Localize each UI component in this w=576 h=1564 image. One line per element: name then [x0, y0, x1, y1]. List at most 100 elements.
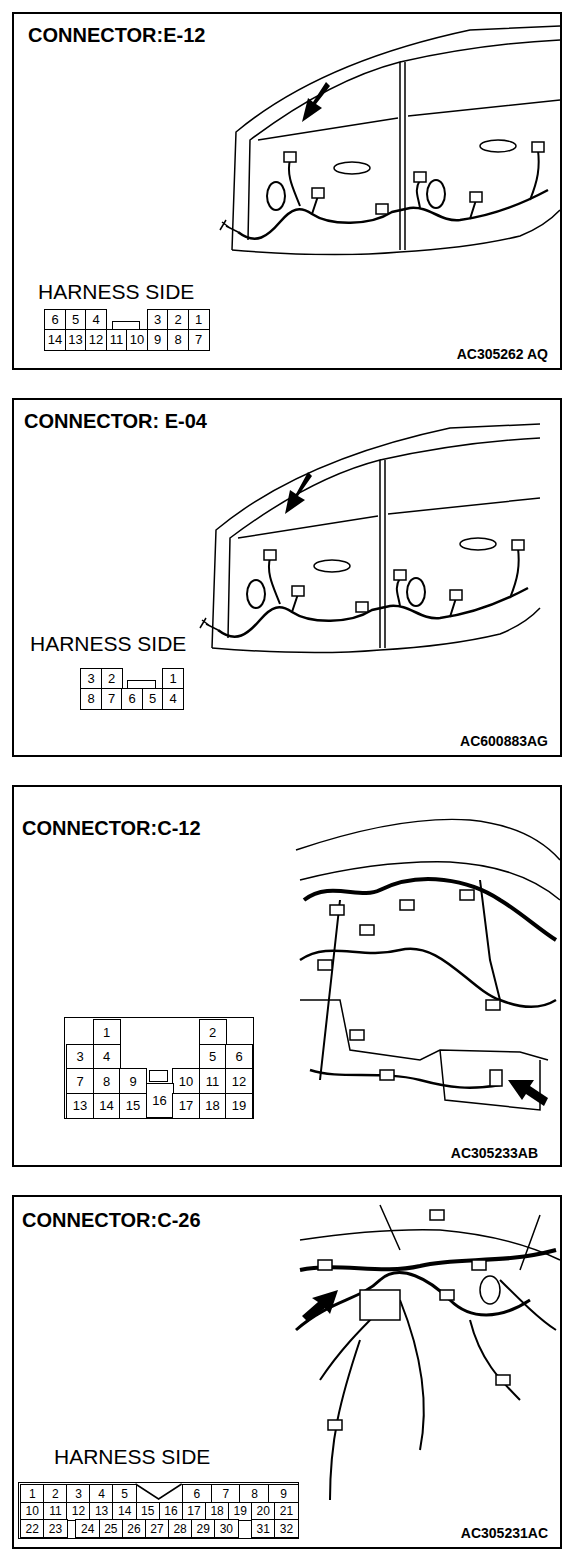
- key-tab: [149, 1070, 168, 1082]
- pin-number: 5: [209, 1050, 216, 1063]
- pin-number: 11: [49, 1505, 61, 1517]
- pin-number: 23: [49, 1523, 62, 1535]
- pin-number: 22: [26, 1523, 39, 1535]
- pin-cell: 16: [159, 1502, 184, 1521]
- pin-cell: 8: [239, 1484, 269, 1503]
- pin-number: 6: [235, 1050, 242, 1063]
- dashboard-harness-drawing: [296, 1205, 560, 1500]
- pin-cell: 10: [126, 329, 148, 351]
- pin-number: 5: [149, 692, 156, 705]
- pin-cell: 31: [251, 1519, 276, 1538]
- pin-cell: 32: [274, 1519, 299, 1538]
- pin-number: 19: [234, 1505, 247, 1517]
- pin-cell: 20: [251, 1502, 276, 1521]
- pin-number: 28: [173, 1523, 186, 1535]
- locator-arrow: [508, 1080, 548, 1106]
- pin-number: 27: [150, 1523, 163, 1535]
- pin-cell: 5: [199, 1044, 227, 1070]
- pin-cell: 12: [85, 329, 107, 351]
- connector-title: CONNECTOR:C-12: [22, 817, 201, 839]
- pin-cell: 11: [199, 1068, 227, 1094]
- pin-number: 3: [75, 1488, 82, 1500]
- pin-number: 18: [205, 1099, 219, 1112]
- figure-code: AC600883AG: [460, 734, 548, 749]
- pin-number: 7: [195, 333, 202, 346]
- pin-cell: 7: [101, 688, 123, 710]
- pin-number: 9: [129, 1075, 136, 1088]
- pin-number: 24: [81, 1523, 94, 1535]
- pin-number: 14: [118, 1505, 131, 1517]
- dashboard-harness-drawing: [296, 819, 560, 1110]
- pin-cell: 8: [80, 688, 102, 710]
- pin-number: 10: [26, 1505, 39, 1517]
- pin-cell: 6: [225, 1044, 253, 1070]
- pin-cell: 11: [43, 1502, 68, 1521]
- pin-cell: 7: [66, 1068, 94, 1094]
- pin-number: 10: [179, 1075, 193, 1088]
- pin-cell: 9: [147, 329, 169, 351]
- key-notch: [136, 1484, 182, 1499]
- pin-cell: 15: [136, 1502, 161, 1521]
- pin-number: 6: [194, 1488, 201, 1500]
- pin-number: 4: [92, 313, 99, 326]
- pin-number: 32: [280, 1523, 293, 1535]
- pin-cell: 6: [121, 688, 143, 710]
- pin-number: 17: [187, 1505, 200, 1517]
- pin-number: 6: [128, 692, 135, 705]
- pin-cell: 2: [167, 309, 189, 331]
- pin-cell: 4: [162, 688, 184, 710]
- pin-number: 11: [110, 333, 124, 346]
- pin-cell: 17: [182, 1502, 207, 1521]
- pin-cell: 3: [80, 668, 102, 690]
- pin-number: 10: [130, 333, 144, 346]
- pin-number: 13: [95, 1505, 108, 1517]
- key-tab: [127, 680, 156, 689]
- pin-cell: 27: [145, 1519, 170, 1538]
- pin-cell: 9: [119, 1068, 147, 1094]
- pin-cell: 3: [66, 1044, 94, 1070]
- pin-number: 2: [174, 313, 181, 326]
- pin-cell: 13: [89, 1502, 114, 1521]
- pin-cell: 4: [93, 1044, 121, 1070]
- pin-cell: 9: [268, 1484, 298, 1503]
- pin-number: 29: [197, 1523, 210, 1535]
- pin-number: 3: [87, 672, 94, 685]
- pin-cell: 12: [225, 1068, 253, 1094]
- pin-cell: 2: [101, 668, 123, 690]
- pin-cell: 13: [66, 1093, 94, 1119]
- pin-cell: 2: [199, 1019, 227, 1045]
- pin-number: 1: [29, 1488, 36, 1500]
- pin-number: 9: [154, 333, 161, 346]
- connector-title: CONNECTOR:E-12: [28, 24, 205, 46]
- locator-arrow: [285, 472, 312, 514]
- pin-number: 17: [179, 1099, 193, 1112]
- harness-side-label: HARNESS SIDE: [30, 632, 186, 655]
- pin-number: 13: [73, 1099, 87, 1112]
- pin-cell: 5: [65, 309, 87, 331]
- pin-cell: 19: [225, 1093, 253, 1119]
- pin-number: 7: [108, 692, 115, 705]
- pin-number: 9: [280, 1488, 287, 1500]
- pin-cell: 3: [147, 309, 169, 331]
- pin-number: 8: [87, 692, 94, 705]
- door-harness-drawing: [220, 26, 560, 255]
- pin-number: 2: [52, 1488, 59, 1500]
- pin-number: 30: [220, 1523, 233, 1535]
- pin-cell: 4: [85, 309, 107, 331]
- pin-number: 16: [152, 1094, 166, 1107]
- pin-number: 12: [72, 1505, 85, 1517]
- pin-cell: 19: [228, 1502, 253, 1521]
- pin-cell: 11: [106, 329, 128, 351]
- pin-number: 4: [103, 1050, 110, 1063]
- pin-number: 13: [68, 333, 82, 346]
- pin-number: 25: [104, 1523, 117, 1535]
- connector-title: CONNECTOR:C-26: [22, 1209, 201, 1231]
- pin-cell: 3: [66, 1484, 91, 1503]
- pin-cell: 10: [172, 1068, 200, 1094]
- pin-cell: 14: [44, 329, 66, 351]
- door-harness-drawing: [200, 424, 540, 653]
- pin-number: 8: [103, 1075, 110, 1088]
- pin-number: 4: [169, 692, 176, 705]
- pin-cell: 22: [20, 1519, 45, 1538]
